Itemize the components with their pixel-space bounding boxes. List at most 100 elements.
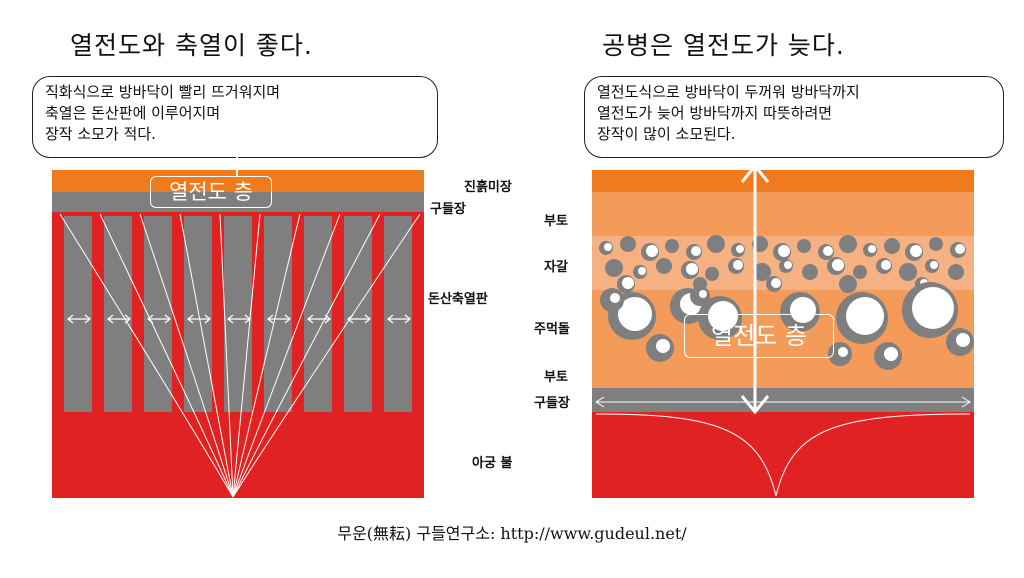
gudeul-stone-layer — [592, 388, 974, 412]
fist-stone-highlight — [790, 297, 816, 323]
arrow-head — [147, 314, 154, 324]
arrow-head — [67, 314, 74, 324]
heat-arrows — [67, 314, 411, 324]
arrow-head — [961, 396, 971, 408]
gravel-stone — [705, 267, 719, 281]
gravel-highlight — [646, 245, 658, 257]
arrow-head — [204, 314, 211, 324]
heat-storage-plate — [64, 216, 92, 412]
fist-stone-highlight — [956, 333, 970, 347]
top-soil-layer — [592, 192, 974, 236]
label-gudeul-left: 구들장 — [430, 202, 466, 217]
gudeul-stone-layer — [52, 192, 424, 212]
bubble-line: 축열은 돈산판에 이루어지며 — [45, 104, 221, 122]
gravel-stone — [853, 265, 867, 279]
gravel-highlight — [733, 260, 743, 270]
fist-stone-highlight — [618, 297, 652, 331]
arrow-head — [404, 314, 411, 324]
left-heat-conduction-layer-label: 열전도 층 — [150, 176, 272, 208]
gravel-highlight — [930, 261, 938, 269]
label-gudeul-right: 구들장 — [534, 396, 570, 411]
fist-stone-highlight — [884, 347, 898, 361]
heat-flow-line — [232, 213, 421, 498]
gravel-highlight — [832, 259, 844, 271]
label-gravel: 자갈 — [544, 260, 568, 275]
arrow-head — [740, 395, 770, 415]
gravel-stone — [656, 258, 672, 274]
arrow-head — [267, 314, 274, 324]
heat-flow-line — [232, 213, 381, 498]
gravel-stone — [753, 263, 771, 281]
label-clay-plaster: 진흙미장 — [464, 180, 512, 195]
arrow-head — [124, 314, 131, 324]
arrow-head — [387, 314, 394, 324]
heat-storage-plate — [104, 216, 132, 412]
heat-storage-plate — [264, 216, 292, 412]
right-description-bubble: 열전도식으로 방바닥이 두꺼워 방바닥까지 열전도가 늦어 방바닥까지 따뜻하려… — [584, 76, 1004, 158]
fist-stone-highlight — [708, 301, 738, 331]
right-heat-conduction-layer-label: 열전도 층 — [684, 314, 834, 358]
fist-stone-highlight — [846, 297, 884, 335]
clay-plaster-layer — [592, 170, 974, 192]
gravel-highlight — [881, 260, 891, 270]
arrow-head — [244, 314, 251, 324]
gravel-highlight — [868, 245, 876, 253]
footer-credit: 무운(無耘) 구들연구소: http://www.gudeul.net/ — [337, 524, 687, 543]
label-bottom-soil: 부토 — [544, 370, 568, 385]
bubble-line: 열전도가 늦어 방바닥까지 따뜻하려면 — [597, 104, 833, 122]
gravel-stone — [884, 238, 900, 254]
fire-chamber — [52, 412, 424, 498]
bubble-line: 장작이 많이 소모된다. — [597, 125, 736, 143]
gravel-stone — [948, 264, 964, 280]
gravel-stone — [797, 239, 811, 253]
right-title: 공병은 열전도가 늦다. — [602, 31, 845, 60]
arrow-head — [284, 314, 291, 324]
gravel-stone — [605, 259, 623, 277]
label-fire: 아궁 불 — [472, 456, 513, 471]
left-description-bubble: 직화식으로 방바닥이 빨리 뜨거워지며 축열은 돈산판에 이루어지며 장작 소모… — [32, 76, 438, 158]
heat-storage-plates — [64, 216, 412, 412]
gravel-highlight — [604, 243, 612, 251]
label-fist-stone: 주먹돌 — [534, 322, 570, 337]
gravel-highlight — [823, 246, 833, 256]
fist-stone-highlight — [656, 339, 670, 353]
heat-storage-plate — [224, 216, 252, 412]
gravel-highlight — [910, 245, 922, 257]
gravel-stone — [839, 235, 857, 253]
bubble-line: 장작 소모가 적다. — [45, 125, 156, 143]
fist-stone-highlight — [699, 290, 707, 298]
fire-chamber — [592, 412, 974, 498]
gravel-stone — [839, 275, 857, 293]
stones — [599, 235, 974, 370]
bubble-line: 열전도식으로 방바닥이 두꺼워 방바닥까지 — [597, 83, 860, 101]
right-diagram — [592, 163, 974, 498]
heat-flow-line — [99, 213, 234, 498]
gravel-stone — [707, 235, 725, 253]
heat-flow-line — [232, 213, 341, 498]
gravel-highlight — [955, 244, 965, 254]
fist-stone-highlight — [610, 293, 620, 303]
gravel-stone — [665, 239, 679, 253]
arrow-head — [164, 314, 171, 324]
heat-flow-line — [179, 213, 234, 498]
fist-stone-highlight — [912, 287, 954, 329]
gravel-stone — [899, 263, 917, 281]
gravel-highlight — [686, 263, 698, 275]
arrow-head — [364, 314, 371, 324]
heat-flow-lines — [59, 213, 421, 498]
arrow-head — [347, 314, 354, 324]
heat-storage-plate — [344, 216, 372, 412]
heat-flow-line — [139, 213, 234, 498]
gravel-highlight — [622, 277, 634, 289]
gravel-highlight — [736, 245, 744, 253]
heat-flow-line — [232, 213, 301, 498]
heat-flow-line — [59, 213, 234, 498]
left-title: 열전도와 축열이 좋다. — [70, 31, 313, 60]
arrow-head — [324, 314, 331, 324]
gravel-highlight — [771, 278, 781, 288]
arrow-head — [187, 314, 194, 324]
bubble-line: 직화식으로 방바닥이 빨리 뜨거워지며 — [45, 83, 281, 101]
arrow-head — [84, 314, 91, 324]
label-top-soil: 부토 — [544, 214, 568, 229]
